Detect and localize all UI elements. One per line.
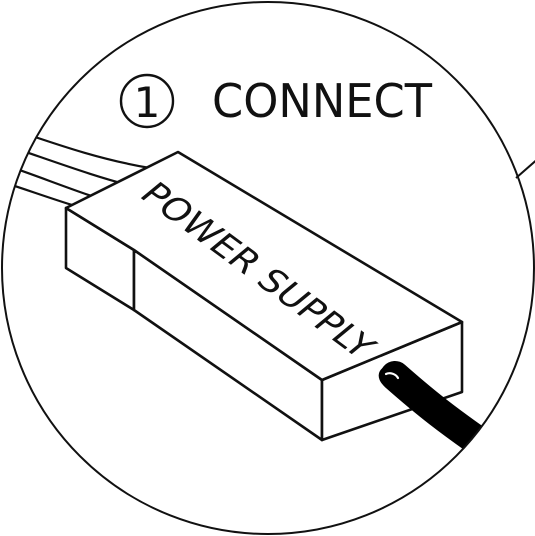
step-title: CONNECT [212, 74, 433, 128]
illustration-content: POWER SUPPLY [2, 120, 534, 485]
step-number: 1 [134, 78, 161, 127]
step-number-badge: 1 [119, 73, 175, 129]
power-supply-box [64, 150, 464, 442]
pointer-line [515, 160, 535, 179]
box-top-face [64, 150, 464, 382]
